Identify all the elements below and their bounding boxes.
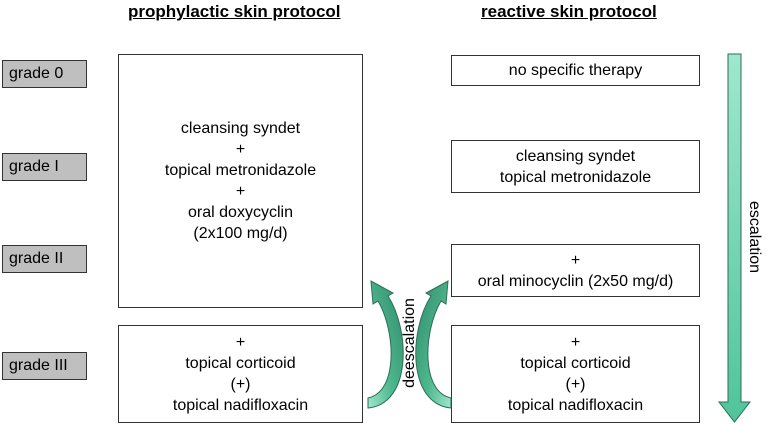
box-line: (2x100 mg/d): [193, 225, 288, 242]
box-line: cleansing syndet: [515, 147, 636, 165]
prophylactic-protocol-heading: prophylactic skin protocol: [128, 2, 341, 21]
box-line: (+): [565, 376, 586, 393]
box-line: +: [235, 334, 246, 351]
box-line: oral doxycyclin: [188, 204, 293, 221]
deescalation-arrow-left: [367, 280, 404, 409]
deescalation-arrow-right: [415, 280, 452, 409]
grade-1-label: grade I: [2, 153, 87, 181]
box-line: topical corticoid: [185, 355, 296, 372]
prophylactic-grade3-box: + topical corticoid (+) topical nadiflox…: [118, 325, 363, 423]
box-line: +: [235, 141, 246, 158]
prophylactic-main-box: cleansing syndet + topical metronidazole…: [118, 54, 363, 308]
box-line: topical corticoid: [520, 355, 631, 372]
deescalation-label: deescalation: [401, 298, 418, 388]
box-line: (+): [230, 376, 251, 393]
escalation-arrow: [717, 53, 752, 423]
box-line: topical nadifloxacin: [172, 397, 309, 414]
reactive-grade2-box: + oral minocyclin (2x50 mg/d): [451, 244, 700, 297]
box-line: +: [570, 251, 581, 269]
box-line: oral minocyclin (2x50 mg/d): [477, 272, 674, 290]
box-line: topical metronidazole: [164, 162, 317, 179]
reactive-protocol-heading: reactive skin protocol: [481, 2, 657, 21]
box-line: topical nadifloxacin: [507, 397, 644, 414]
box-line: no specific therapy: [508, 62, 643, 79]
reactive-grade0-box: no specific therapy: [451, 55, 700, 86]
reactive-grade3-box: + topical corticoid (+) topical nadiflox…: [451, 325, 700, 423]
grade-2-label: grade II: [2, 245, 87, 273]
grade-0-label: grade 0: [2, 60, 87, 88]
box-line: cleansing syndet: [180, 120, 301, 137]
box-line: +: [570, 334, 581, 351]
box-line: topical metronidazole: [499, 168, 652, 186]
grade-3-label: grade III: [2, 352, 87, 380]
escalation-label: escalation: [746, 200, 763, 274]
box-line: +: [235, 183, 246, 200]
reactive-grade1-box: cleansing syndet topical metronidazole: [451, 140, 700, 193]
